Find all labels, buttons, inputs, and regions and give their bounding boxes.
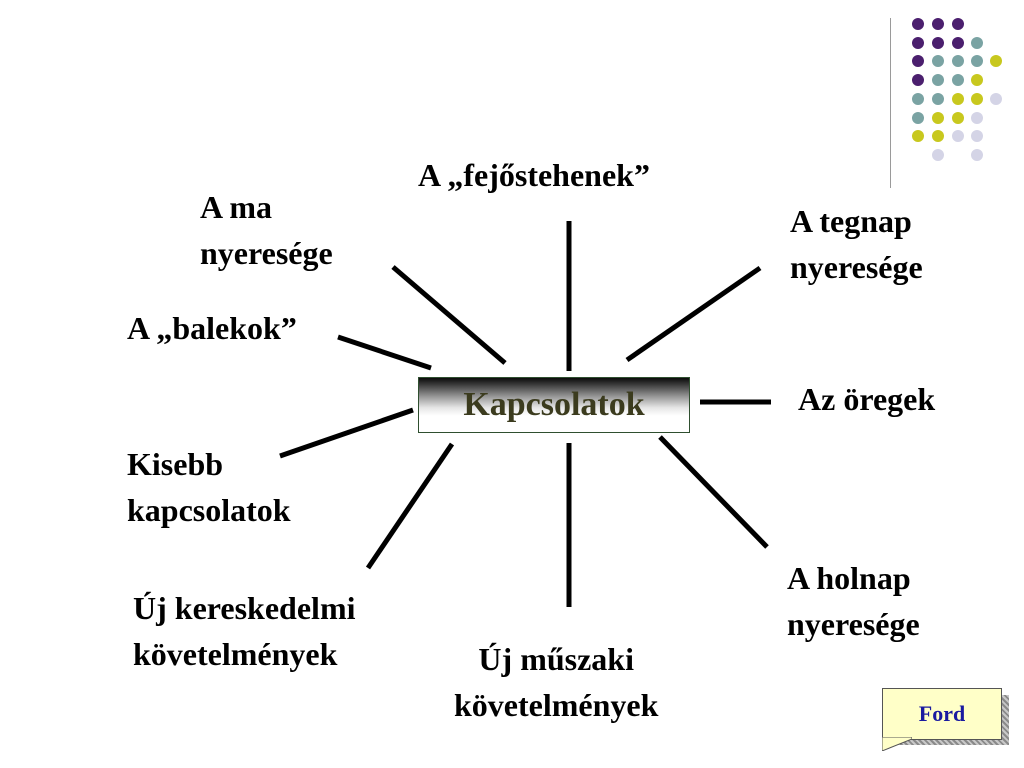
ford-note-shape[interactable]: Ford: [882, 688, 1002, 751]
connector-line-uj-kereskedelmi: [365, 442, 455, 570]
label-uj-kereskedelmi: Új kereskedelmi követelmények: [133, 590, 356, 672]
center-node-label: Kapcsolatok: [463, 386, 645, 423]
connector-line-kisebb-kapcsolatok: [279, 407, 414, 459]
label-holnap-nyeresege: A holnap nyeresége: [787, 560, 920, 642]
label-tegnap-nyeresege: A tegnap nyeresége: [790, 203, 923, 285]
label-fejostehenek: A „fejőstehenek”: [418, 157, 650, 193]
ford-link-label[interactable]: Ford: [918, 701, 966, 726]
connector-line-tegnap-nyeresege: [625, 265, 762, 363]
label-balekok: A „balekok”: [127, 310, 297, 346]
note-fold-icon: [882, 737, 912, 751]
ford-link-button[interactable]: Ford: [882, 688, 1009, 751]
label-kisebb-kapcsolatok: Kisebb kapcsolatok: [127, 446, 291, 528]
center-node: Kapcsolatok: [418, 377, 690, 433]
label-oregek: Az öregek: [798, 381, 936, 417]
label-uj-muszaki: Új műszaki követelmények: [454, 641, 659, 723]
decorative-divider: [890, 18, 891, 188]
label-ma-nyeresege: A ma nyeresége: [200, 189, 333, 271]
connector-line-balekok: [337, 334, 432, 371]
connector-line-holnap-nyeresege: [658, 435, 769, 549]
connector-line-ma-nyeresege: [391, 265, 507, 365]
